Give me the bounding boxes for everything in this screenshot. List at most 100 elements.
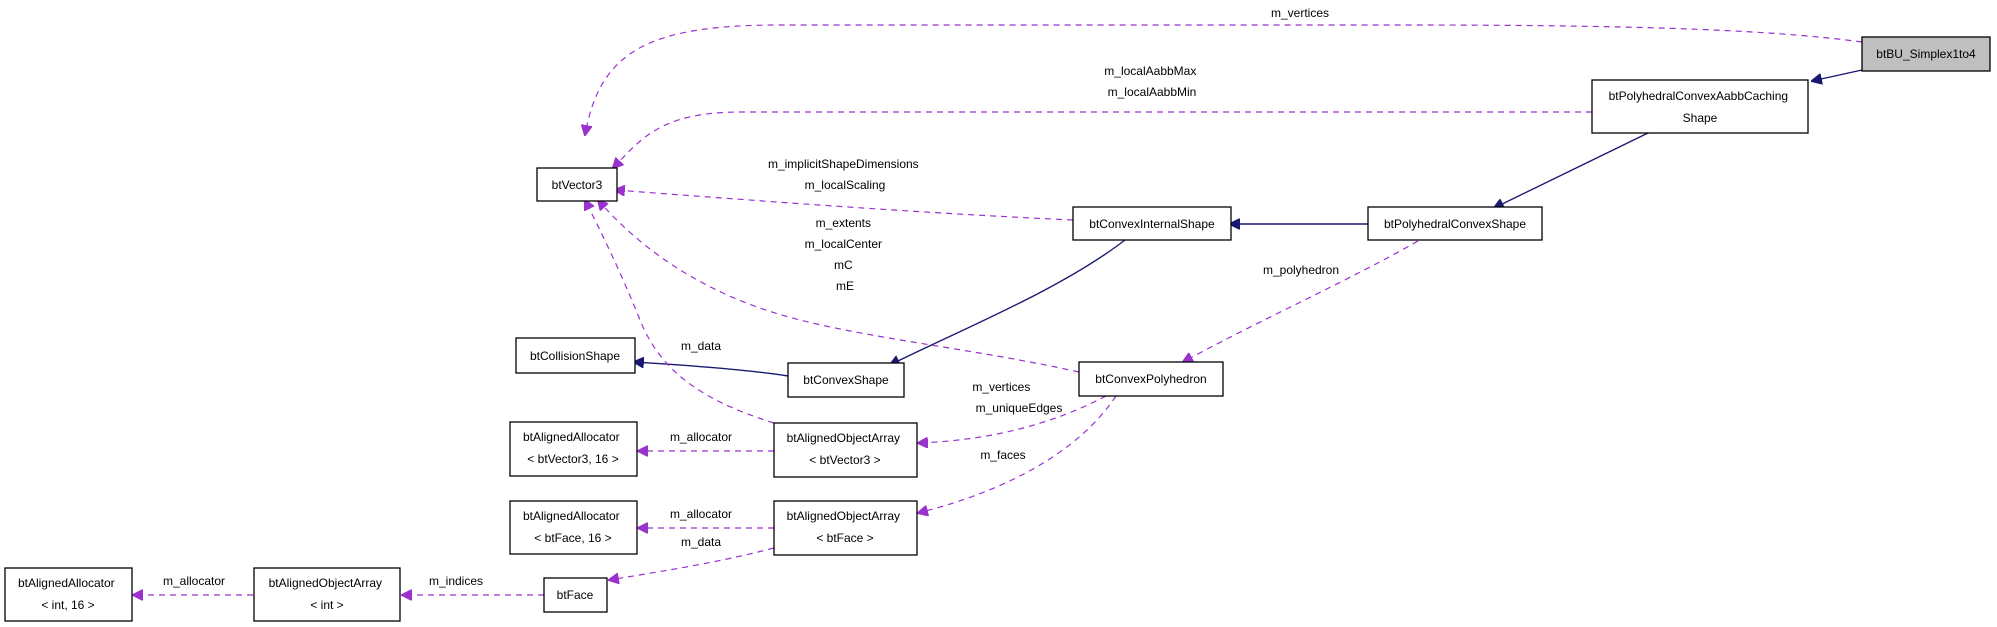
edge-label: m_data	[681, 535, 721, 549]
svg-text:btAlignedObjectArray <: btAlignedObjectArray < btFace >	[787, 509, 904, 545]
edge-label: m_localAabbMax	[1104, 64, 1196, 78]
class-node-btAlignedObjectArray-btVector3[interactable]: btAlignedObjectArray < btVector3 >	[773, 422, 918, 478]
class-name-line2: < btFace >	[816, 531, 873, 545]
class-name-line2: < int, 16 >	[41, 598, 94, 612]
svg-text:m_allocator: m_allocator	[670, 507, 732, 521]
class-name: btPolyhedralConvexAabbCaching	[1609, 89, 1788, 103]
edge-label: m_localCenter	[805, 237, 882, 251]
edge-label: mC	[834, 258, 853, 272]
svg-text:btAlignedAllocator < b: btAlignedAllocator < btVector3, 16 >	[523, 430, 623, 466]
class-name-line2: < btFace, 16 >	[534, 531, 611, 545]
edges	[133, 24, 1863, 595]
usage-edge-arrayvec-data	[585, 200, 775, 424]
svg-text:btConvexPolyhedron: btConvexPolyhedron	[1095, 372, 1206, 386]
edge-label: m_vertices	[972, 380, 1030, 394]
edge-label: m_data	[681, 339, 721, 353]
svg-text:m_vertices m_uniqueEdges: m_vertices m_uniqueEdges	[972, 380, 1062, 415]
class-name: btConvexPolyhedron	[1095, 372, 1206, 386]
edge-label: m_vertices	[1271, 6, 1329, 20]
usage-edge-internal-dims	[615, 190, 1074, 221]
class-name-line2: < int >	[310, 598, 343, 612]
svg-text:btAlignedObjectArray <: btAlignedObjectArray < int >	[269, 576, 386, 612]
usage-edge-polyhedron-vertices	[918, 395, 1107, 443]
svg-text:btAlignedAllocator < i: btAlignedAllocator < int, 16 >	[18, 576, 118, 612]
class-name: btCollisionShape	[530, 349, 620, 363]
svg-text:m_data: m_data	[681, 339, 721, 353]
class-node-btCollisionShape[interactable]: btCollisionShape	[515, 337, 636, 374]
edge-label: m_allocator	[163, 574, 225, 588]
usage-edge-aabb-minmax	[613, 111, 1592, 168]
class-node-btPolyhedralConvexShape[interactable]: btPolyhedralConvexShape	[1367, 206, 1543, 241]
class-node-btAlignedAllocator-btVector3-16[interactable]: btAlignedAllocator < btVector3, 16 >	[509, 421, 638, 477]
svg-text:m_extents m_localCenter: m_extents m_localCenter mC mE	[805, 216, 886, 293]
class-name: btAlignedObjectArray	[787, 431, 900, 445]
class-name-line2: Shape	[1683, 111, 1718, 125]
svg-text:m_localAabbMax m_localAa: m_localAabbMax m_localAabbMin	[1104, 64, 1199, 99]
class-name: btAlignedAllocator	[523, 509, 620, 523]
svg-text:m_implicitShapeDimensions: m_implicitShapeDimensions m_localScaling	[768, 157, 922, 192]
usage-edge-simplex-vertices	[585, 24, 1863, 135]
class-name: btAlignedAllocator	[18, 576, 115, 590]
svg-text:btVector3: btVector3	[552, 178, 603, 192]
usage-edge-arrayface-data	[609, 547, 775, 580]
class-name: btAlignedObjectArray	[787, 509, 900, 523]
class-name: btVector3	[552, 178, 603, 192]
class-name: btAlignedAllocator	[523, 430, 620, 444]
usage-edge-polyhedral-polyhedron	[1183, 240, 1419, 362]
svg-text:m_allocator: m_allocator	[670, 430, 732, 444]
svg-text:btBU_Simplex1to4: btBU_Simplex1to4	[1876, 47, 1976, 61]
svg-text:m_vertices: m_vertices	[1271, 6, 1329, 20]
class-name: btConvexShape	[803, 373, 889, 387]
edge-label: m_localAabbMin	[1108, 85, 1197, 99]
svg-text:m_polyhedron: m_polyhedron	[1263, 263, 1339, 277]
svg-text:btFace: btFace	[557, 588, 594, 602]
edge-label: m_extents	[816, 216, 871, 230]
class-node-btFace[interactable]: btFace	[543, 577, 608, 613]
edge-labels: m_vertices m_localAabbMax m_localAabbMin…	[163, 6, 1339, 588]
class-node-btAlignedAllocator-btFace-16[interactable]: btAlignedAllocator < btFace, 16 >	[509, 500, 638, 555]
class-node-btAlignedObjectArray-btFace[interactable]: btAlignedObjectArray < btFace >	[773, 500, 918, 556]
svg-text:btConvexShape: btConvexShape	[803, 373, 889, 387]
edge-label: m_allocator	[670, 430, 732, 444]
class-name: btBU_Simplex1to4	[1876, 47, 1976, 61]
class-node-btConvexPolyhedron[interactable]: btConvexPolyhedron	[1078, 361, 1224, 397]
svg-text:btConvexInternalShape: btConvexInternalShape	[1089, 217, 1215, 231]
edge-label: m_faces	[980, 448, 1025, 462]
edge-label: m_indices	[429, 574, 483, 588]
class-node-btConvexInternalShape[interactable]: btConvexInternalShape	[1072, 206, 1232, 241]
class-name-line2: < btVector3, 16 >	[527, 452, 618, 466]
class-node-btVector3[interactable]: btVector3	[536, 167, 618, 202]
edge-label: m_uniqueEdges	[976, 401, 1063, 415]
edge-label: m_allocator	[670, 507, 732, 521]
inherit-edge-internal-to-convexshape	[890, 239, 1126, 365]
svg-text:m_allocator: m_allocator	[163, 574, 225, 588]
nodes: btBU_Simplex1to4 btPolyhedralConvexAabbC…	[4, 36, 1991, 622]
svg-text:m_faces: m_faces	[980, 448, 1025, 462]
class-node-btAlignedObjectArray-int[interactable]: btAlignedObjectArray < int >	[253, 567, 401, 622]
inherit-edge-simplex-to-aabbcaching	[1812, 69, 1863, 81]
class-name: btAlignedObjectArray	[269, 576, 382, 590]
svg-text:btPolyhedralConvexAabbCaching: btPolyhedralConvexAabbCaching Shape	[1609, 89, 1792, 125]
class-name-line2: < btVector3 >	[809, 453, 880, 467]
svg-text:btCollisionShape: btCollisionShape	[530, 349, 620, 363]
svg-text:btAlignedObjectArray <: btAlignedObjectArray < btVector3 >	[787, 431, 904, 467]
svg-text:btAlignedAllocator < b: btAlignedAllocator < btFace, 16 >	[523, 509, 623, 545]
edge-label: m_localScaling	[805, 178, 886, 192]
svg-text:btPolyhedralConvexShape: btPolyhedralConvexShape	[1384, 217, 1526, 231]
svg-text:m_data: m_data	[681, 535, 721, 549]
usage-edge-polyhedron-faces	[918, 395, 1117, 513]
class-name: btPolyhedralConvexShape	[1384, 217, 1526, 231]
class-node-btConvexShape[interactable]: btConvexShape	[787, 362, 905, 398]
inherit-edge-convexshape-to-collision	[634, 362, 789, 377]
usage-edge-polyhedron-vectors	[598, 200, 1080, 373]
class-name: btFace	[557, 588, 594, 602]
inherit-edge-aabbcaching-to-polyhedral	[1494, 132, 1649, 208]
class-node-btBU_Simplex1to4[interactable]: btBU_Simplex1to4	[1861, 36, 1991, 72]
class-node-btPolyhedralConvexAabbCachingShape[interactable]: btPolyhedralConvexAabbCaching Shape	[1591, 79, 1809, 134]
svg-text:m_indices: m_indices	[429, 574, 483, 588]
edge-label: m_implicitShapeDimensions	[768, 157, 919, 171]
edge-label: mE	[836, 279, 854, 293]
edge-label: m_polyhedron	[1263, 263, 1339, 277]
class-node-btAlignedAllocator-int-16[interactable]: btAlignedAllocator < int, 16 >	[4, 567, 133, 622]
